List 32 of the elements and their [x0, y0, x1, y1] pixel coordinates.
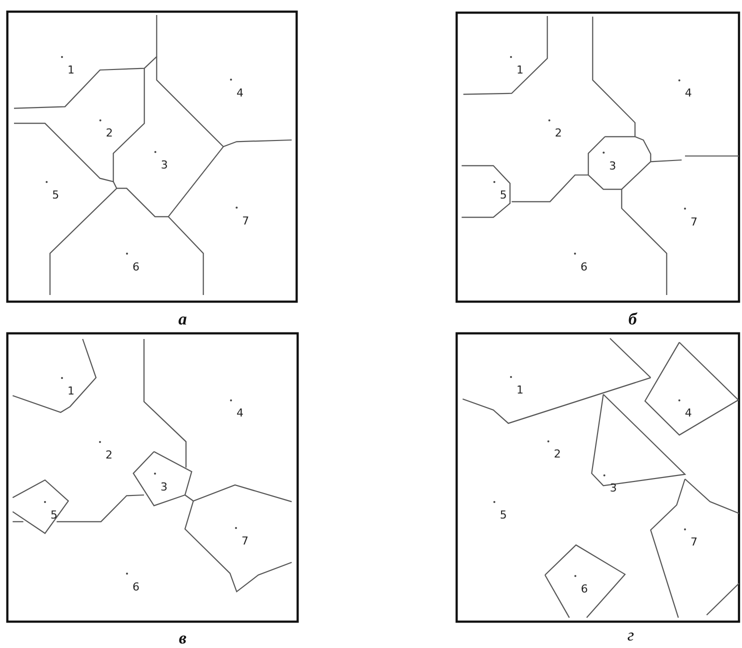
- point-number: 5: [500, 190, 507, 200]
- point-number: 7: [242, 215, 250, 226]
- point-number: 4: [684, 88, 692, 99]
- point-number: 3: [160, 160, 168, 170]
- point-number: 5: [500, 510, 507, 520]
- point-number: 4: [236, 87, 244, 98]
- point-number: 1: [516, 384, 524, 396]
- point-number: 6: [132, 581, 140, 592]
- panel-letter: а: [178, 310, 187, 328]
- point-number: 1: [68, 64, 74, 76]
- point-number: 2: [106, 450, 112, 460]
- point-number: 4: [684, 408, 692, 419]
- point-number: 7: [690, 216, 698, 228]
- panel-letter: г: [627, 626, 634, 644]
- point-number: 5: [50, 510, 58, 520]
- point-number: 3: [160, 481, 168, 492]
- point-number: 3: [610, 482, 617, 494]
- point-number: 6: [580, 584, 588, 594]
- point-number: 2: [554, 448, 561, 460]
- panel-letter: б: [628, 310, 637, 328]
- point-number: 1: [68, 386, 74, 396]
- point-number: 7: [690, 536, 698, 548]
- point-number: 2: [554, 128, 562, 139]
- point-number: 4: [236, 408, 244, 419]
- point-number: 7: [242, 536, 248, 546]
- point-number: 6: [132, 261, 140, 272]
- point-number: 1: [516, 64, 524, 76]
- point-number: 3: [609, 160, 616, 172]
- point-number: 2: [106, 128, 113, 139]
- panel-letter: в: [178, 629, 186, 646]
- point-number: 5: [52, 190, 60, 200]
- point-number: 6: [580, 261, 588, 272]
